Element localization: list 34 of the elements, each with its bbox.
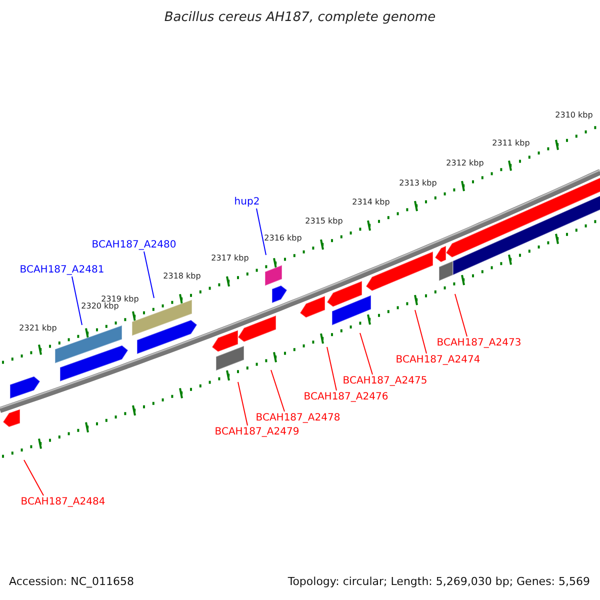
gene-label: BCAH187_A2480: [92, 240, 176, 250]
scale-label: 2321 kbp: [19, 324, 57, 334]
scale-label: 2315 kbp: [305, 218, 343, 227]
scale-label: 2318 kbp: [163, 273, 201, 282]
leader-line: [326, 346, 337, 391]
scale-label: 2317 kbp: [211, 254, 249, 264]
leader-line: [414, 310, 427, 354]
leader-line: [238, 382, 248, 426]
accession-text: Accession: NC_011658: [9, 576, 134, 588]
leader-line: [270, 370, 285, 412]
scale-label: 2313 kbp: [399, 179, 437, 188]
scale-label: 2312 kbp: [446, 159, 484, 168]
gene-label: BCAH187_A2479: [214, 426, 300, 438]
title: Bacillus cereus AH187, complete genome: [164, 10, 436, 26]
gene-label: BCAH187_A2478: [256, 412, 340, 424]
genome-info-text: Topology: circular; Length: 5,269,030 bp; Genes: 5,569: [288, 576, 590, 588]
gene-label: BCAH187_A2475: [342, 376, 428, 386]
leader-line: [72, 276, 82, 326]
gene-label: BCAH187_A2476: [304, 392, 388, 402]
leader-line: [360, 332, 373, 375]
gene-label: BCAH187_A2474: [396, 354, 480, 366]
leader-line: [144, 251, 154, 298]
leader-line: [24, 460, 44, 496]
scale-label: 2320 kbp: [81, 302, 119, 312]
leader-line: [256, 208, 266, 256]
scale-label: 2310 kbp: [555, 111, 593, 120]
gene-label: hup2: [234, 196, 260, 208]
scale-label: 2311 kbp: [492, 139, 530, 148]
scale-label: 2314 kbp: [352, 198, 390, 208]
gene-label: BCAH187_A2484: [20, 496, 106, 508]
scale-label: 2316 kbp: [264, 234, 302, 244]
gene-label: BCAH187_A2473: [436, 338, 522, 348]
leader-line: [454, 294, 468, 337]
gene-label: BCAH187_A2481: [20, 264, 104, 276]
